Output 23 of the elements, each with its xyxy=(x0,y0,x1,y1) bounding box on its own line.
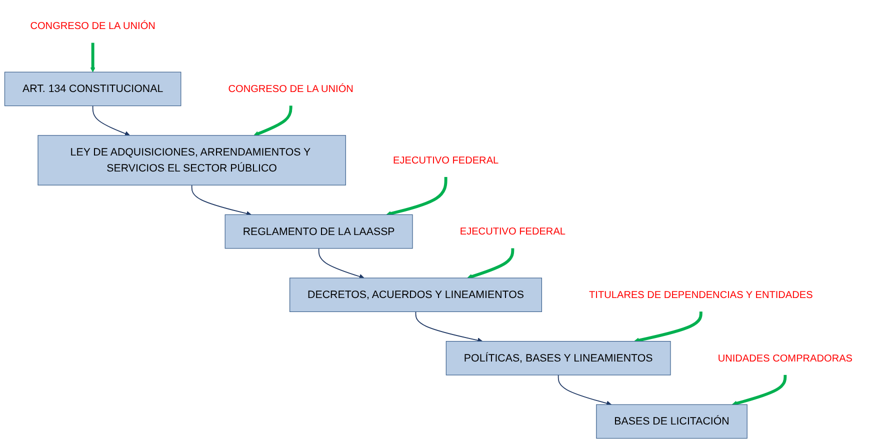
node-text: UNIDADES COMPRADORAS xyxy=(718,352,853,364)
arrow xyxy=(386,176,448,216)
node-text: EJECUTIVO FEDERAL xyxy=(460,226,566,238)
arrow xyxy=(732,374,787,406)
arrow xyxy=(558,374,612,406)
node-text: CONGRESO DE LA UNIÓN xyxy=(228,83,354,94)
node-box: LEY DE ADQUISICIONES, ARRENDAMIENTOS Y SERVICIOS EL SECTOR PÚBLICO xyxy=(38,135,346,186)
arrow xyxy=(318,248,364,279)
node-box: ART. 134 CONSTITUCIONAL xyxy=(4,72,182,106)
node-text: CONGRESO DE LA UNIÓN xyxy=(30,20,156,32)
arrow xyxy=(254,105,292,136)
arrow xyxy=(90,42,96,72)
arrow xyxy=(415,311,483,343)
node-text: TITULARES DE DEPENDENCIAS Y ENTIDADES xyxy=(589,289,813,300)
node-box: REGLAMENTO DE LA LAASSP xyxy=(224,214,413,249)
arrow xyxy=(467,248,514,279)
node-box: DECRETOS, ACUERDOS Y LINEAMIENTOS xyxy=(290,278,542,312)
arrow xyxy=(191,184,252,216)
arrow xyxy=(634,311,702,343)
node-text: EJECUTIVO FEDERAL xyxy=(392,154,499,166)
node-box: BASES DE LICITACIÓN xyxy=(596,404,748,439)
arrow xyxy=(92,105,130,136)
node-box: POLÍTICAS, BASES Y LINEAMIENTOS xyxy=(446,341,671,376)
